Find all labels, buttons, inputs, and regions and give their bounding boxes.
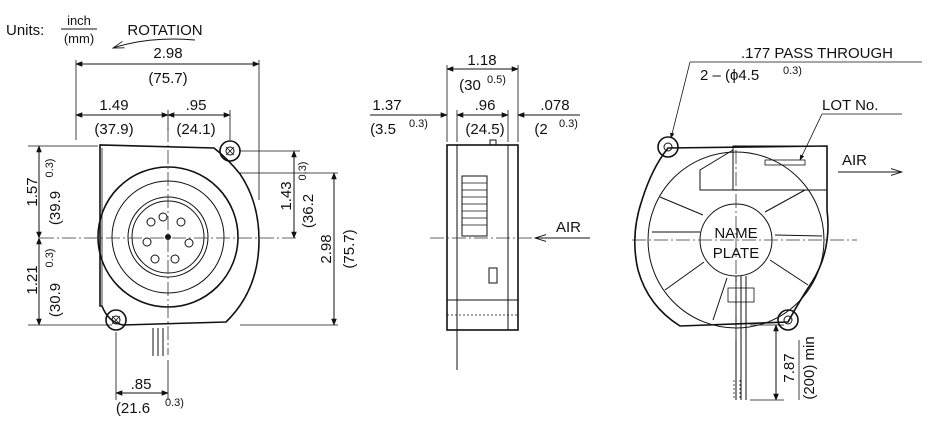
side-mid-inch: .96 — [475, 97, 496, 114]
front-upper-mm: (39.9 — [47, 191, 64, 225]
back-outlet — [732, 145, 828, 191]
rotation-label: ROTATION — [127, 22, 202, 39]
back-wiring — [727, 276, 755, 400]
side-left-mm: (3.5 — [370, 121, 396, 138]
side-grille — [461, 175, 488, 237]
lot-label: LOT No. — [822, 97, 878, 114]
pass-dia-tol: 0.3) — [783, 65, 802, 77]
side-depth-mm: (30 — [459, 77, 481, 94]
side-body — [446, 144, 519, 331]
front-view: ROTATION — [24, 22, 358, 417]
side-left-tol: 0.3) — [409, 118, 428, 130]
front-left-inch: 1.49 — [99, 97, 128, 114]
front-bottom-tol: 0.3) — [165, 397, 184, 409]
side-right-tol: 0.3) — [559, 118, 578, 130]
side-mid-mm: (24.5) — [465, 121, 504, 138]
back-impeller-blades — [652, 189, 823, 321]
front-hole-mm: (36.2 — [300, 194, 317, 228]
front-right-inch: .95 — [186, 97, 207, 114]
back-lug-bottom — [777, 309, 799, 331]
front-lower-inch: 1.21 — [24, 265, 41, 294]
housing-outline — [99, 144, 260, 326]
side-clip — [488, 267, 498, 284]
front-hole-inch: 1.43 — [278, 181, 295, 210]
back-lug-top — [657, 136, 679, 158]
side-depth-tol: 0.5) — [487, 74, 506, 86]
front-lower-mm: (30.9 — [47, 283, 64, 317]
front-right-mm: (24.1) — [176, 121, 215, 138]
front-bottom-mm: (21.6 — [116, 400, 150, 417]
side-left-inch: 1.37 — [372, 97, 401, 114]
name-plate-line2: PLATE — [713, 245, 759, 262]
back-air-label: AIR — [842, 152, 867, 169]
front-lead-wires — [152, 328, 164, 356]
lead-length-mm: (200) min — [801, 336, 818, 399]
units-inch: inch — [67, 13, 91, 28]
lot-leader — [799, 113, 823, 161]
hub-center — [165, 234, 171, 240]
lead-length-inch: 7.87 — [781, 353, 798, 382]
units-mm: (mm) — [64, 31, 94, 46]
side-air-label: AIR — [556, 219, 581, 236]
side-grille-bars — [462, 182, 487, 226]
units-label: Units: — [6, 22, 44, 39]
side-depth-inch: 1.18 — [467, 52, 496, 69]
rotation-arrow — [113, 38, 196, 49]
front-hole-tol: 0.3) — [297, 162, 309, 181]
front-lower-tol: 0.3) — [44, 249, 56, 268]
pass-dia-label: 2 – (ϕ4.5 — [700, 67, 759, 84]
front-width-inch: 2.98 — [153, 45, 182, 62]
side-right-mm: (2 — [534, 121, 547, 138]
back-view: NAME PLATE .177 PASS THROUGH 2 – (ϕ4.5 0… — [632, 45, 922, 401]
front-upper-inch: 1.57 — [24, 177, 41, 206]
front-width-mm: (75.7) — [148, 70, 187, 87]
front-bottom-inch: .85 — [131, 376, 152, 393]
front-height-mm: (75.7) — [341, 229, 358, 268]
front-left-mm: (37.9) — [94, 121, 133, 138]
units-legend: Units: inch (mm) — [6, 13, 97, 46]
front-upper-tol: 0.3) — [44, 159, 56, 178]
side-view: AIR 1.18 (30 0.5) 1.37 (3.5 0.3) .96 (24… — [370, 52, 590, 370]
front-height-inch: 2.98 — [318, 234, 335, 263]
side-right-inch: .078 — [540, 97, 569, 114]
pass-through-label: .177 PASS THROUGH — [741, 45, 893, 62]
pass-through-leader — [670, 61, 691, 139]
mount-lug-bottom — [105, 309, 127, 331]
